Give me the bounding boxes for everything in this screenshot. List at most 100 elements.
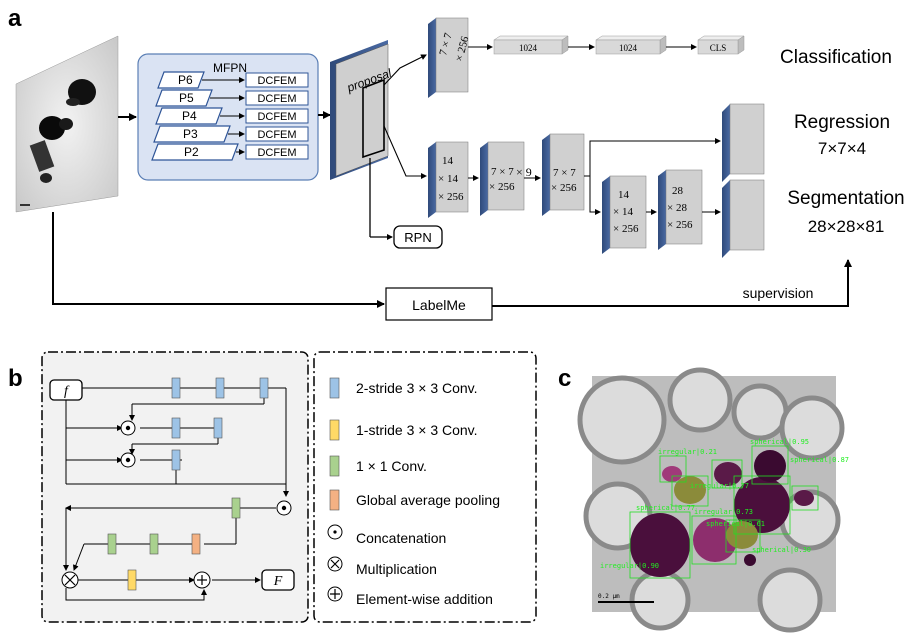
labelme-label: LabelMe — [412, 297, 466, 313]
pyramid-level-p5 — [155, 89, 213, 107]
conv2-block — [171, 417, 181, 439]
dcfem-module-label: DCFEM — [257, 111, 296, 123]
legend-concat-dot — [333, 530, 337, 534]
detection-label: spherical|0.30 — [752, 546, 811, 554]
detection-label: spherical|0.77 — [636, 504, 695, 512]
dcfem-module-label: DCFEM — [257, 147, 296, 159]
arrow-to-cls-branch — [383, 54, 427, 86]
dcfem-module — [245, 108, 309, 124]
pyramid-level-p6 — [157, 71, 205, 89]
proposal-block: proposal — [330, 40, 394, 180]
repeat-label: × 9 — [516, 165, 532, 179]
pyramid-level-label: P2 — [184, 145, 199, 159]
detection-result-image: 0.2 μm spherical|0.95irregular|0.77spher… — [577, 367, 849, 633]
legend-conv11: 1 × 1 Conv. — [356, 458, 427, 474]
segmentation-dim: 28×28×81 — [808, 217, 885, 236]
legend-swatch-conv1 — [329, 419, 340, 441]
detection-label: irregular|0.21 — [658, 448, 717, 456]
dcfem-module — [245, 72, 309, 88]
mask-conv-block: 7 × 7 × 256 — [480, 141, 525, 216]
arrow-to-mask-branch — [383, 125, 427, 179]
legend-gap: Global average pooling — [356, 492, 500, 508]
mask-roi-l3: × 256 — [438, 191, 464, 203]
regression-label: Regression — [794, 112, 890, 133]
mask-up1-l3: × 256 — [613, 223, 639, 235]
legend-swatch-conv11 — [329, 455, 340, 477]
pyramid-level-label: P3 — [183, 127, 198, 141]
dcfem-module-label: DCFEM — [257, 129, 296, 141]
pyramid-level-label: P6 — [178, 73, 193, 87]
regression-dim: 7×7×4 — [818, 139, 866, 158]
conv2-block — [171, 377, 181, 399]
cls-roi-l1: 7 × 7 — [437, 31, 455, 57]
pyramid-level-label: P4 — [182, 109, 197, 123]
conv2-block — [171, 449, 181, 471]
legend-swatch-conv2 — [329, 377, 340, 399]
detection-label: spherical|0.87 — [790, 456, 849, 464]
legend-mult: Multiplication — [356, 561, 437, 577]
conv11-block — [107, 533, 117, 555]
mask-up2-block: 28 × 28 × 256 — [658, 169, 703, 250]
arrow-to-regression — [584, 138, 721, 177]
dcfem-module-label: DCFEM — [257, 75, 296, 87]
legend: 2-stride 3 × 3 Conv. 1-stride 3 × 3 Conv… — [327, 377, 500, 607]
cls-roi-block: 7 × 7 × 256 — [428, 17, 472, 98]
mask-conv2-l1: 7 × 7 — [553, 167, 576, 179]
cls-label: CLS — [710, 43, 727, 53]
legend-concat: Concatenation — [356, 530, 446, 546]
detection-label: irregular|0.90 — [600, 562, 659, 570]
dcfem-module — [245, 144, 309, 160]
segmentation-output-block — [722, 179, 765, 258]
detection-label: spherical|0.95 — [750, 438, 809, 446]
conv2-block — [215, 377, 225, 399]
pyramid-level-label: P5 — [179, 91, 194, 105]
fc1-label: 1024 — [519, 43, 538, 53]
input-tem-image — [15, 35, 119, 213]
panel-a-label: a — [8, 5, 22, 32]
mask-conv2-l2: × 256 — [551, 182, 577, 194]
detection-label: irregular|0.73 — [694, 508, 753, 516]
pyramid-level-p3 — [153, 125, 231, 143]
cls-box: CLS — [697, 35, 745, 55]
panel-b-label: b — [8, 365, 23, 392]
mask-up2-l2: × 28 — [667, 202, 687, 214]
labelme-box — [385, 287, 493, 321]
dcfem-conv-blocks — [107, 377, 269, 591]
legend-add: Element-wise addition — [356, 591, 493, 607]
dcfem-module-label: DCFEM — [257, 93, 296, 105]
output-F-box — [261, 569, 295, 591]
supervision-label: supervision — [743, 285, 814, 301]
fc1-box: 1024 — [493, 35, 569, 55]
arrow-supervision — [492, 259, 852, 307]
legend-conv1: 1-stride 3 × 3 Conv. — [356, 422, 478, 438]
dcfem-module — [245, 126, 309, 142]
mask-up2-l1: 28 — [672, 185, 684, 197]
panel-c-label: c — [558, 365, 571, 392]
mask-roi-l2: × 14 — [438, 173, 458, 185]
mask-conv-l1: 7 × 7 — [491, 166, 514, 178]
conv11-block — [149, 533, 159, 555]
conv2-block — [259, 377, 269, 399]
classification-label: Classification — [780, 47, 892, 68]
fc2-box: 1024 — [595, 35, 667, 55]
legend-add-glyph — [330, 589, 340, 599]
rpn-box — [393, 225, 443, 249]
detection-label: spherical|0.61 — [706, 520, 765, 528]
legend-swatch-gap — [329, 489, 340, 511]
mask-roi-l1: 14 — [442, 155, 454, 167]
mask-roi-block: 14 × 14 × 256 — [428, 141, 469, 218]
dcfem-module — [245, 90, 309, 106]
arrow-to-labelme — [52, 212, 385, 308]
operator-glyphs — [64, 425, 287, 586]
arrow-to-upsample — [589, 176, 601, 215]
conv2-block — [213, 417, 223, 439]
dcfem-structure-box — [41, 351, 309, 623]
legend-mult-glyph — [330, 559, 340, 569]
mask-conv2-block: 7 × 7 × 256 — [542, 133, 585, 216]
pyramid-level-p4 — [155, 107, 223, 125]
pyramid-level-p2 — [151, 143, 239, 161]
gap-block — [191, 533, 201, 555]
legend-conv2: 2-stride 3 × 3 Conv. — [356, 380, 478, 396]
